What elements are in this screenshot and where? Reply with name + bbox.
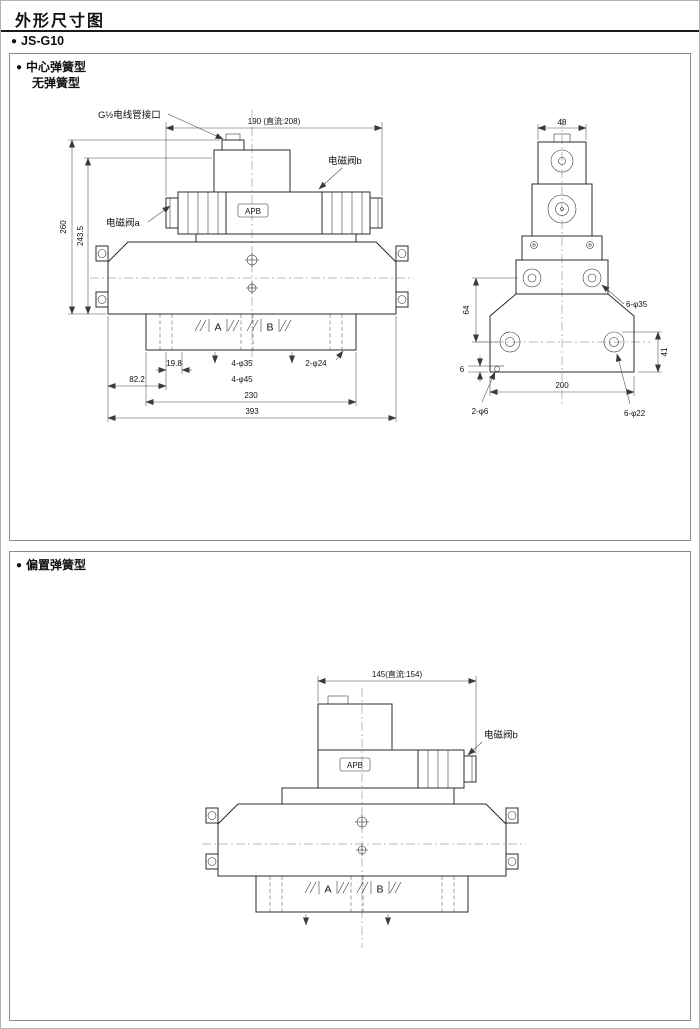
offset-spring-drawing: APB [202, 669, 526, 948]
section2-label: ●偏置弹簧型 [16, 556, 86, 573]
bullet-icon: ● [11, 36, 18, 47]
section1-label-2: 无弹簧型 [32, 76, 81, 90]
solenoid-b [417, 749, 477, 789]
dim-64: 64 [462, 305, 471, 314]
bullet-icon: ● [16, 560, 23, 571]
page-title: 外形尺寸图 [15, 13, 106, 30]
dim-4x45: 4-φ45 [231, 375, 253, 384]
mounting-plate [195, 233, 357, 243]
dim-6: 6 [460, 365, 465, 374]
solenoid-b-label: 电磁阀b [484, 729, 518, 741]
front-dimension-lines [68, 113, 397, 422]
body-side [489, 259, 635, 373]
centerlines [202, 688, 526, 948]
terminal-box [317, 695, 393, 751]
front-view-offset: APB [202, 669, 526, 948]
offset-dimension-lines [317, 676, 483, 756]
mounting-flange [145, 313, 357, 364]
valve-body [205, 803, 519, 877]
port-b-label: B [266, 322, 273, 334]
solenoid-a-label: 电磁阀a [106, 217, 141, 229]
pilot-valve-body [317, 749, 419, 789]
mounting-flange [255, 875, 469, 926]
port-a-marking [194, 319, 240, 332]
dim-48: 48 [558, 118, 567, 127]
dim-total-height: 260 [59, 220, 68, 234]
offset-spring-section: ●偏置弹簧型 A [9, 551, 691, 1021]
centerlines [478, 118, 650, 406]
bullet-icon: ● [16, 62, 23, 73]
solenoid-a [165, 191, 227, 235]
dim-230: 230 [244, 391, 258, 400]
solenoid-b-label: 电磁阀b [328, 155, 362, 167]
title-rule [1, 30, 699, 32]
pilot-valve-body [225, 191, 323, 235]
port-b-marking [356, 881, 402, 894]
dim-2x24: 2-φ24 [305, 359, 327, 368]
dim-82-2: 82.2 [129, 375, 145, 384]
valve-body [95, 241, 409, 315]
dim-assembly-width: 190 (直流:208) [248, 116, 301, 126]
center-spring-drawing: APB [59, 109, 669, 422]
center-spring-section: ●中心弹簧型 无弹簧型 [9, 53, 691, 541]
section1-label-1-text: 中心弹簧型 [26, 60, 87, 74]
port-a-marking [304, 881, 350, 894]
solenoid-b [321, 191, 383, 235]
dim-height-2: 243.5 [76, 225, 85, 246]
mounting-plate [281, 787, 455, 805]
centerlines [90, 110, 414, 366]
dim-393: 393 [245, 407, 259, 416]
dim-41: 41 [660, 347, 669, 356]
dim-19-8: 19.8 [166, 359, 182, 368]
side-view: 48 64 6 41 6-φ35 2-φ6 200 6-φ22 [460, 118, 669, 418]
dim-4x35: 4-φ35 [231, 359, 253, 368]
front-view: APB [59, 109, 414, 422]
port-b-label: B [376, 884, 383, 896]
model-heading: ●JS-G10 [11, 34, 64, 48]
section1-label-1: ●中心弹簧型 [16, 58, 86, 75]
port-b-marking [246, 319, 292, 332]
port-a-label: A [324, 884, 331, 896]
dim-6x35: 6-φ35 [626, 300, 648, 309]
dim-200: 200 [555, 381, 569, 390]
apb-label: APB [347, 761, 363, 770]
section2-label-text: 偏置弹簧型 [26, 558, 87, 572]
apb-label: APB [245, 207, 261, 216]
dim-assembly-width: 145(直流:154) [372, 669, 423, 679]
port-a-label: A [214, 322, 221, 334]
conduit-label: G½电线管接口 [98, 109, 161, 121]
model-label: JS-G10 [21, 34, 65, 48]
side-dimension-lines [468, 124, 662, 405]
dim-6x22: 6-φ22 [624, 409, 646, 418]
dim-2x6: 2-φ6 [472, 407, 489, 416]
